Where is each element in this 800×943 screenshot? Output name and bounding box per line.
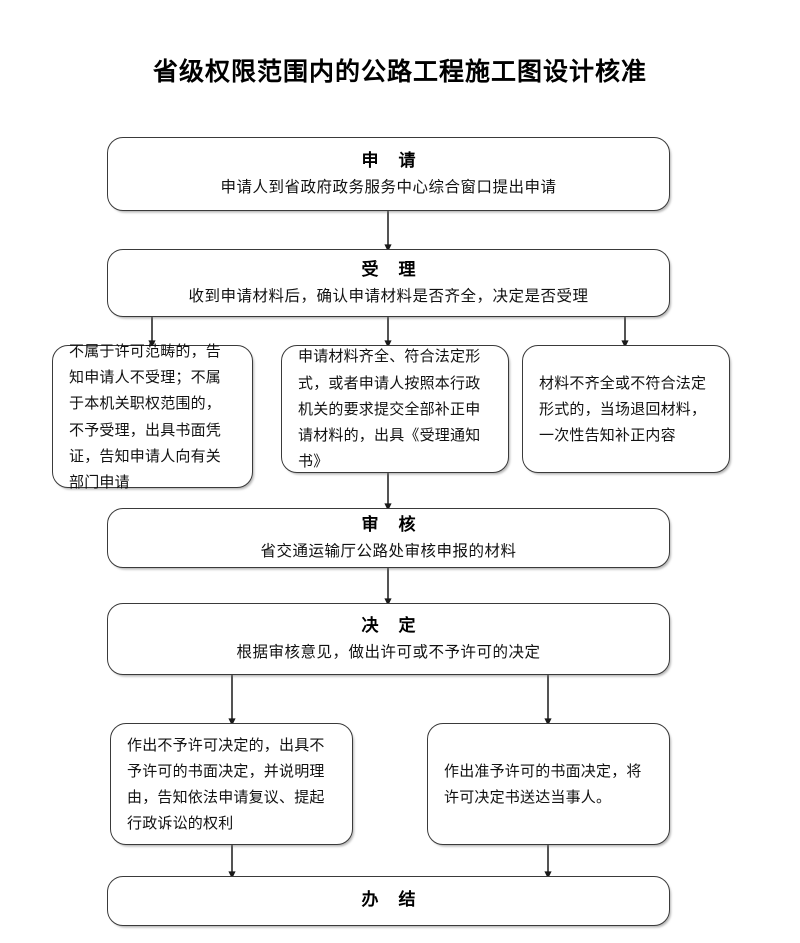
node-branch-incomplete[interactable]: 材料不齐全或不符合法定形式的，当场退回材料，一次性告知补正内容 — [522, 345, 730, 473]
node-branch-complete[interactable]: 申请材料齐全、符合法定形式，或者申请人按照本行政机关的要求提交全部补正申请材料的… — [281, 345, 509, 473]
node-accept[interactable]: 受 理 收到申请材料后，确认申请材料是否齐全，决定是否受理 — [107, 249, 670, 317]
node-finish-heading: 办 结 — [361, 890, 423, 911]
node-branch-incomplete-body: 材料不齐全或不符合法定形式的，当场退回材料，一次性告知补正内容 — [539, 373, 707, 445]
node-decision[interactable]: 决 定 根据审核意见，做出许可或不予许可的决定 — [107, 603, 670, 675]
node-result-denied[interactable]: 作出不予许可决定的，出具不予许可的书面决定，并说明理由，告知依法申请复议、提起行… — [110, 723, 353, 845]
node-apply-heading: 申 请 — [361, 151, 423, 172]
node-decision-body: 根据审核意见，做出许可或不予许可的决定 — [236, 642, 541, 661]
node-finish[interactable]: 办 结 — [107, 876, 670, 926]
node-review[interactable]: 审 核 省交通运输厅公路处审核申报的材料 — [107, 508, 670, 568]
node-review-heading: 审 核 — [361, 515, 423, 536]
node-review-body: 省交通运输厅公路处审核申报的材料 — [260, 541, 517, 560]
node-result-granted-body: 作出准予许可的书面决定，将许可决定书送达当事人。 — [444, 761, 642, 806]
node-branch-complete-body: 申请材料齐全、符合法定形式，或者申请人按照本行政机关的要求提交全部补正申请材料的… — [298, 347, 481, 471]
node-result-denied-body: 作出不予许可决定的，出具不予许可的书面决定，并说明理由，告知依法申请复议、提起行… — [127, 735, 325, 833]
node-accept-heading: 受 理 — [361, 260, 423, 281]
node-apply[interactable]: 申 请 申请人到省政府政务服务中心综合窗口提出申请 — [107, 137, 670, 211]
node-result-granted[interactable]: 作出准予许可的书面决定，将许可决定书送达当事人。 — [427, 723, 670, 845]
node-accept-body: 收到申请材料后，确认申请材料是否齐全，决定是否受理 — [188, 286, 589, 305]
node-apply-body: 申请人到省政府政务服务中心综合窗口提出申请 — [220, 177, 557, 196]
page-title: 省级权限范围内的公路工程施工图设计核准 — [152, 57, 647, 86]
node-branch-not-in-scope[interactable]: 不属于许可范畴的，告知申请人不受理；不属于本机关职权范围的，不予受理，出具书面凭… — [52, 342, 253, 491]
node-decision-heading: 决 定 — [361, 616, 423, 637]
node-branch-not-in-scope-body: 不属于许可范畴的，告知申请人不受理；不属于本机关职权范围的，不予受理，出具书面凭… — [69, 341, 222, 491]
